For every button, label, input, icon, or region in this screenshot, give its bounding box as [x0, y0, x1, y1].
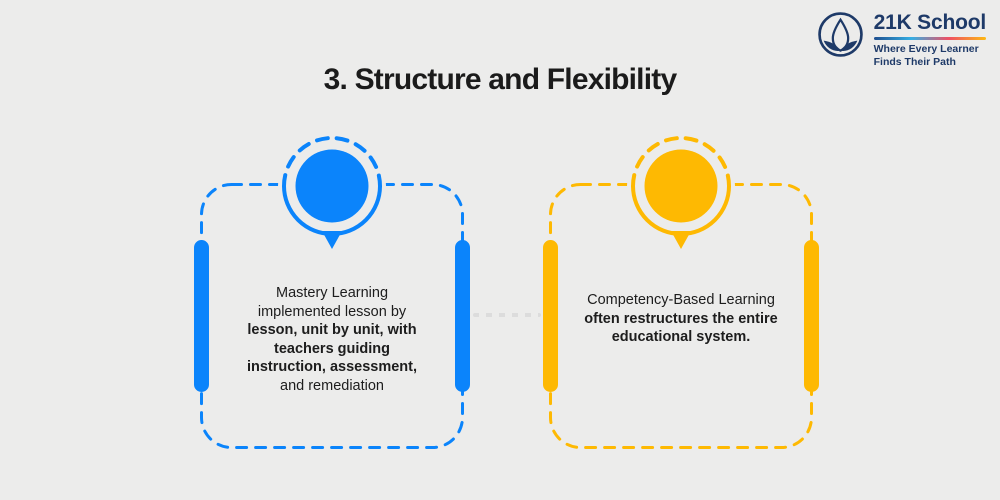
left-accent-bar [543, 240, 558, 392]
right-accent-bar [804, 240, 819, 392]
circle-badge [623, 132, 739, 254]
left-accent-bar [194, 240, 209, 392]
logo-text: 21K School Where Every Learner Finds The… [873, 11, 987, 68]
logo-tagline-line1: Where Every Learner [873, 43, 979, 55]
logo: 21K School Where Every Learner Finds The… [817, 11, 986, 68]
lotus-circle-icon [817, 11, 864, 58]
logo-tagline-line2: Finds Their Path [873, 55, 956, 68]
logo-name: 21K School [873, 11, 987, 34]
right-accent-bar [455, 240, 470, 392]
logo-gradient-bar [873, 37, 986, 40]
page-title: 3. Structure and Flexibility [323, 63, 678, 96]
connector-dashed-line [473, 313, 541, 317]
circle-badge [274, 132, 390, 254]
